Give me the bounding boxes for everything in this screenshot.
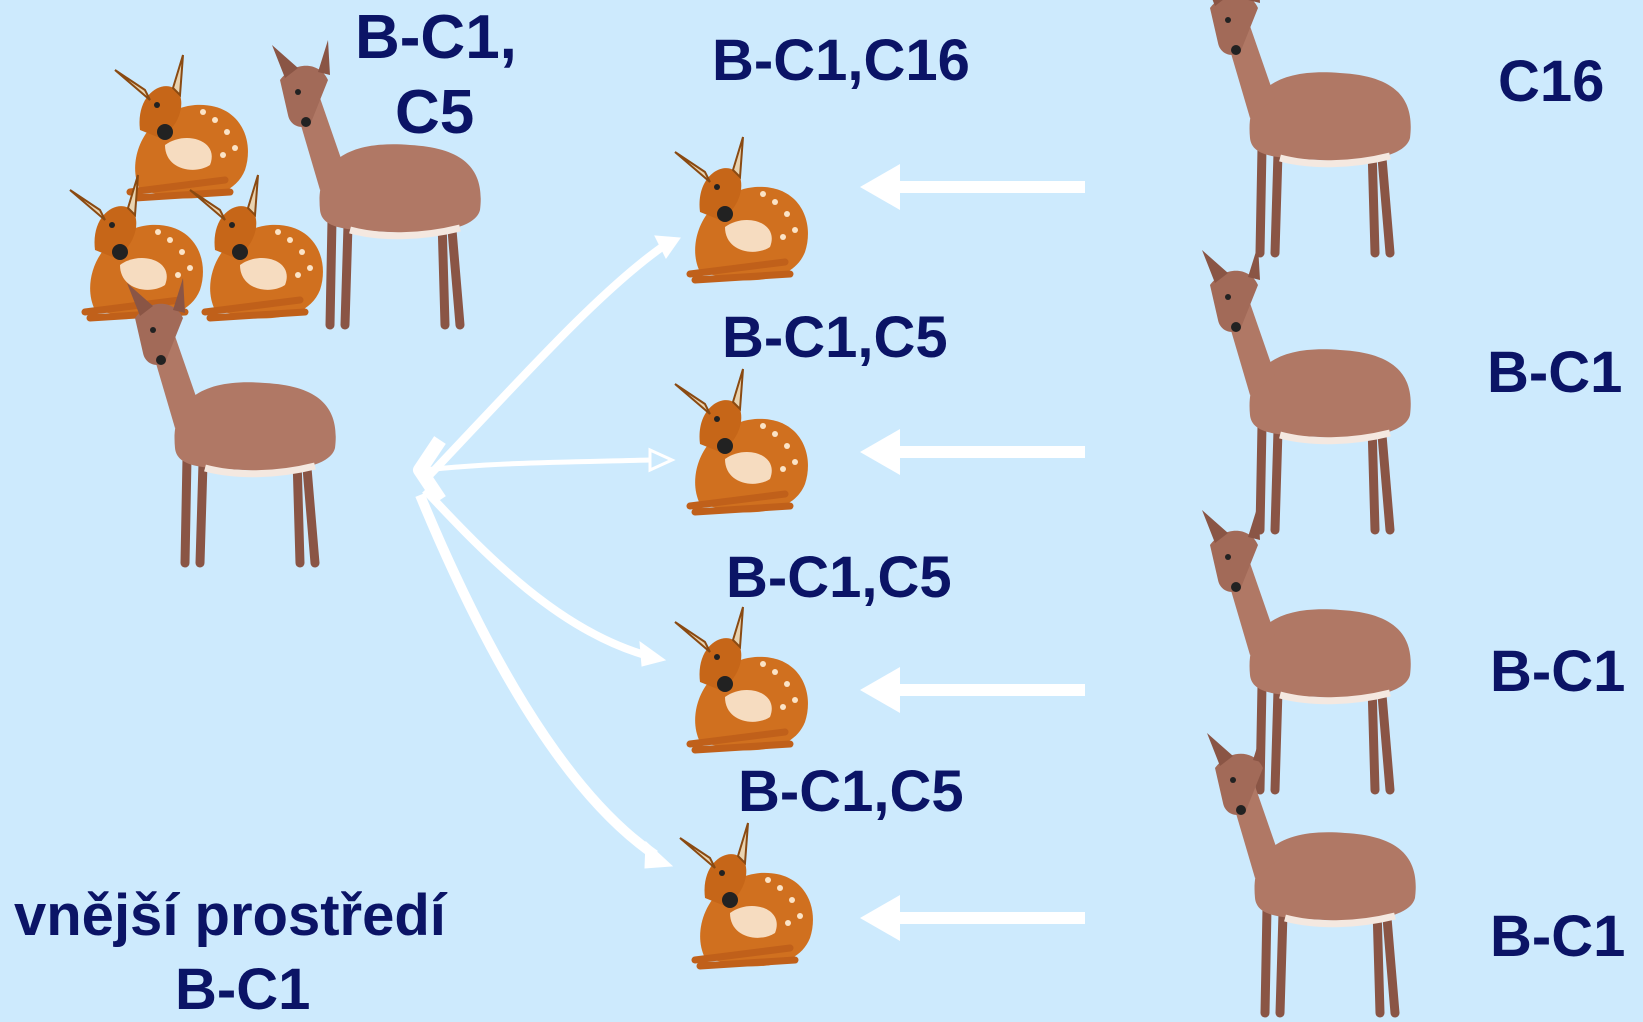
doe-label-3: B-C1 — [1490, 639, 1626, 704]
doe-label-2: B-C1 — [1487, 340, 1623, 405]
fawn-label-1: B-C1,C16 — [712, 28, 970, 93]
doe-to-fawn-arrows — [860, 164, 1085, 941]
doe-icon — [1202, 0, 1411, 253]
fawn-icon — [680, 823, 813, 966]
fawn-icon — [675, 369, 808, 512]
doe-icon — [1202, 245, 1411, 530]
fawn-label-3: B-C1,C5 — [726, 545, 952, 610]
fawn-icon — [115, 55, 248, 198]
branch-arrows — [413, 235, 681, 869]
fawn-label-4: B-C1,C5 — [738, 759, 964, 824]
doe-label-4: B-C1 — [1490, 904, 1626, 969]
fawn-icon — [675, 607, 808, 750]
fawn-icon — [675, 137, 808, 280]
doe-icon — [1202, 505, 1411, 790]
group-label-line1: B-C1, — [355, 3, 517, 72]
fawn-label-2: B-C1,C5 — [722, 305, 948, 370]
doe-icon — [127, 278, 336, 563]
environment-label-line1: vnější prostředí — [14, 883, 446, 948]
doe-label-1: C16 — [1498, 49, 1605, 114]
group-label-line2: C5 — [395, 78, 475, 147]
environment-label-line2: B-C1 — [175, 957, 311, 1022]
